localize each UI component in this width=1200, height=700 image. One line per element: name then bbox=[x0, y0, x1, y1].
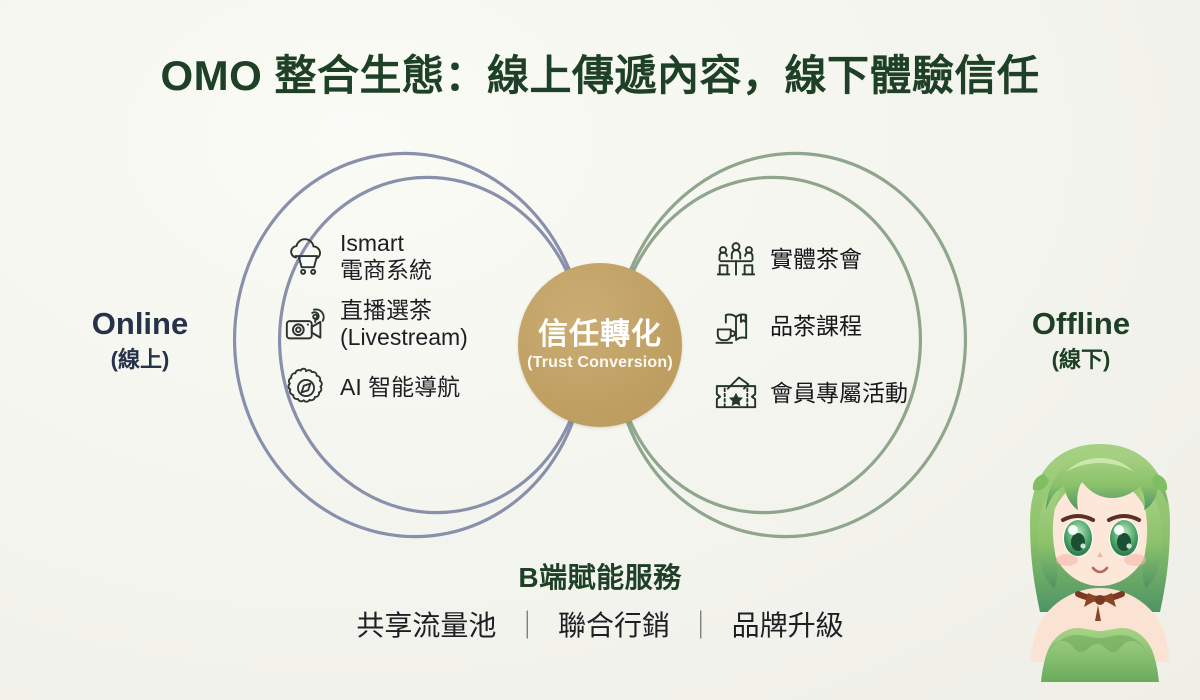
mascot-eye-right bbox=[1107, 514, 1141, 557]
feature-label: 品茶課程 bbox=[770, 313, 862, 340]
online-label-main: Online bbox=[91, 306, 189, 341]
offline-label-main: Offline bbox=[1031, 306, 1131, 341]
footer-separator: ｜ bbox=[513, 610, 542, 641]
people-table-icon bbox=[716, 242, 756, 276]
footer-subitems: 共享流量池 ｜ 聯合行銷 ｜ 品牌升級 bbox=[0, 604, 1200, 644]
page-title: OMO 整合生態：線上傳遞內容，線下體驗信任 bbox=[160, 52, 1040, 99]
livestream-camera-icon bbox=[285, 308, 325, 340]
mascot-ribbon-tail bbox=[1095, 605, 1101, 621]
mascot-blush-right bbox=[1124, 554, 1146, 566]
trust-conversion-node: 信任轉化 (Trust Conversion) bbox=[518, 263, 682, 427]
cloud-cart-icon bbox=[290, 238, 321, 275]
mascot-ribbon bbox=[1084, 593, 1116, 607]
mascot-mouth bbox=[1091, 566, 1109, 574]
brain-compass-icon bbox=[287, 367, 323, 403]
offline-label-sub: (線下) bbox=[1051, 346, 1111, 372]
feature-item-tea-gathering: 實體茶會 bbox=[713, 237, 963, 283]
feature-label: Ismart 電商系統 bbox=[340, 230, 432, 284]
mascot-nose bbox=[1097, 552, 1103, 557]
mascot-dress bbox=[1041, 628, 1159, 682]
feature-item-livestream: 直播選茶 (Livestream) bbox=[283, 297, 518, 351]
center-node-subtitle: (Trust Conversion) bbox=[527, 354, 673, 371]
online-label-sub: (線上) bbox=[110, 346, 170, 372]
online-side-label: Online (線上) bbox=[52, 305, 228, 373]
mascot-dress-scallops bbox=[1048, 635, 1146, 652]
feature-label: 會員專屬活動 bbox=[770, 380, 908, 407]
mascot-leaf-left bbox=[1032, 474, 1049, 491]
feature-label: 實體茶會 bbox=[770, 246, 862, 273]
teacup-book-icon bbox=[715, 313, 748, 344]
center-node-title: 信任轉化 bbox=[538, 318, 662, 351]
feature-item-member-event: 會員專屬活動 bbox=[713, 371, 963, 417]
mascot-eye-left bbox=[1061, 514, 1095, 557]
footer-item-0: 共享流量池 bbox=[356, 610, 497, 641]
feature-label: AI 智能導航 bbox=[340, 373, 461, 400]
mascot-side-lock-left bbox=[1037, 490, 1060, 588]
feature-item-ismart: Ismart 電商系統 bbox=[283, 230, 518, 284]
feature-item-ai-navigation: AI 智能導航 bbox=[283, 365, 518, 411]
ticket-star-icon bbox=[715, 376, 757, 410]
feature-label: 直播選茶 (Livestream) bbox=[340, 297, 468, 351]
feature-item-tea-course: 品茶課程 bbox=[713, 304, 963, 350]
footer-item-2: 品牌升級 bbox=[731, 610, 844, 641]
mascot-fringe bbox=[1046, 454, 1168, 510]
tea-leaf-girl-mascot bbox=[1030, 444, 1170, 682]
mascot-blush-left bbox=[1056, 554, 1078, 566]
mascot-ribbon-knot bbox=[1095, 595, 1105, 605]
mascot-illustration bbox=[1000, 428, 1200, 700]
footer-separator: ｜ bbox=[686, 610, 715, 641]
mascot-leaf-right bbox=[1151, 474, 1168, 491]
footer-heading: B端賦能服務 bbox=[518, 562, 682, 593]
offline-side-label: Offline (線下) bbox=[988, 305, 1174, 373]
mascot-hair-highlight bbox=[1066, 458, 1134, 472]
mascot-side-lock-right bbox=[1140, 490, 1163, 588]
offline-feature-list: 實體茶會 品茶課程 會員專屬活動 bbox=[713, 237, 963, 438]
footer-item-1: 聯合行銷 bbox=[557, 610, 670, 641]
online-feature-list: Ismart 電商系統 直播選茶 (Livestream) bbox=[283, 230, 518, 424]
